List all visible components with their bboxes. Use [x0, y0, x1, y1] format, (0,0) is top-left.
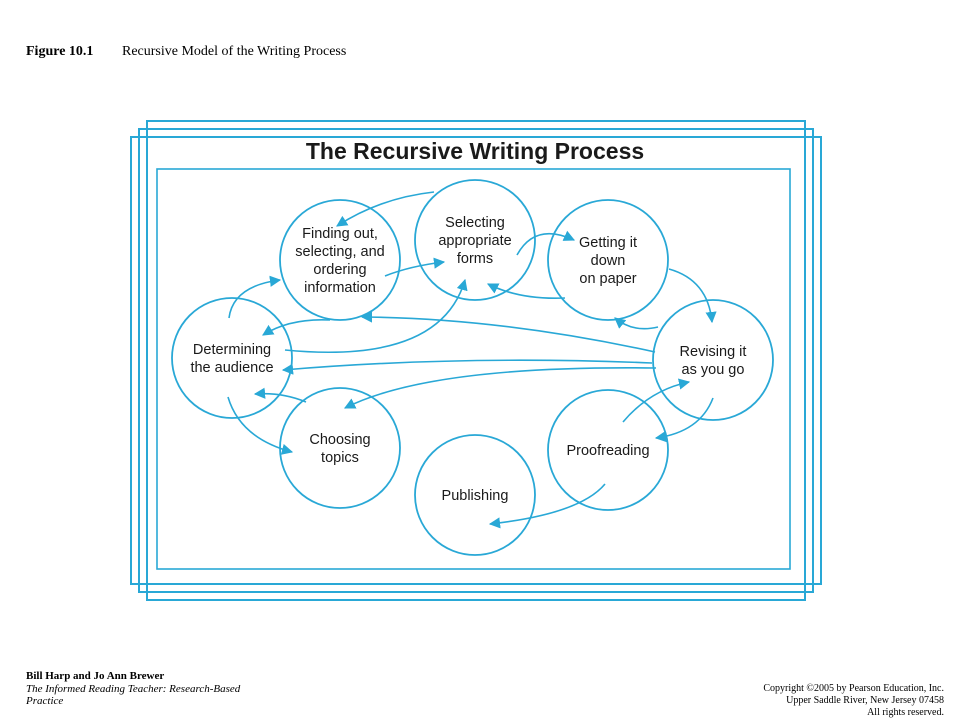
node-label-finding: information: [304, 280, 376, 296]
node-circle-getting: [547, 199, 669, 321]
arrow-revising-to-finding: [360, 311, 656, 353]
diagram-frame: [130, 120, 822, 601]
arrow-selecting-to-finding: [336, 191, 435, 227]
node-circle-publishing: [414, 434, 536, 556]
node-label-selecting: appropriate: [438, 233, 511, 249]
arrow-finding-to-selecting: [384, 257, 446, 277]
node-label-revising: as you go: [682, 362, 745, 378]
arrow-determining-to-finding: [228, 275, 282, 319]
arrow-determining-to-selecting: [284, 278, 468, 353]
diagram-title: The Recursive Writing Process: [306, 138, 644, 164]
arrow-revising-to-determining: [281, 359, 653, 375]
node-label-determining: the audience: [190, 360, 273, 376]
copyright-line: Copyright ©2005 by Pearson Education, In…: [763, 683, 944, 694]
copyright-line: All rights reserved.: [867, 707, 944, 718]
node-label-proofreading: Proofreading: [566, 443, 649, 459]
arrow-getting-to-selecting: [486, 283, 566, 300]
node-circle-selecting: [414, 179, 536, 301]
node-label-finding: ordering: [313, 262, 366, 278]
arrow-finding-to-determining: [262, 318, 331, 336]
node-label-getting: Getting it: [579, 235, 637, 251]
footer-book-title: The Informed Reading Teacher: Research-B…: [26, 682, 241, 708]
footer-copyright: Copyright ©2005 by Pearson Education, In…: [763, 683, 944, 719]
node-circle-proofreading: [547, 389, 669, 511]
footer-attribution: Bill Harp and Jo Ann Brewer The Informed…: [26, 670, 246, 708]
node-label-choosing: Choosing: [309, 432, 370, 448]
copyright-line: Upper Saddle River, New Jersey 07458: [786, 695, 944, 706]
process-labels: Finding out, selecting, and ordering inform…: [190, 215, 746, 504]
node-label-finding: Finding out,: [302, 226, 378, 242]
node-label-determining: Determining: [193, 342, 271, 358]
node-circle-finding: [279, 199, 401, 321]
process-arrows: [227, 191, 717, 529]
node-circle-determining: [171, 297, 293, 419]
node-circle-revising: [652, 299, 774, 421]
figure-caption: Figure 10.1 Recursive Model of the Writin…: [26, 44, 346, 60]
arrow-choosing-to-determining: [253, 387, 307, 403]
node-label-revising: Revising it: [680, 344, 747, 360]
footer-authors: Bill Harp and Jo Ann Brewer: [26, 670, 165, 682]
arrow-proofreading-to-publishing: [488, 483, 606, 529]
node-label-publishing: Publishing: [442, 488, 509, 504]
node-circle-choosing: [279, 387, 401, 509]
node-label-getting: down: [591, 253, 626, 269]
process-circles: [171, 179, 774, 556]
figure-title: Recursive Model of the Writing Process: [122, 44, 347, 59]
arrow-determining-to-choosing: [227, 396, 294, 455]
node-label-selecting: Selecting: [445, 215, 505, 231]
arrow-revising-to-getting: [614, 317, 659, 330]
arrow-selecting-to-getting: [516, 230, 576, 256]
node-label-selecting: forms: [457, 251, 493, 267]
arrow-revising-to-proofreading: [654, 397, 714, 443]
arrow-getting-to-revising: [668, 268, 717, 324]
node-label-finding: selecting, and: [295, 244, 384, 260]
figure-number: Figure 10.1: [26, 44, 94, 59]
arrow-proofreading-to-revising: [622, 378, 691, 423]
node-label-choosing: topics: [321, 450, 359, 466]
arrow-revising-to-choosing: [344, 367, 657, 409]
node-label-getting: on paper: [579, 271, 636, 287]
